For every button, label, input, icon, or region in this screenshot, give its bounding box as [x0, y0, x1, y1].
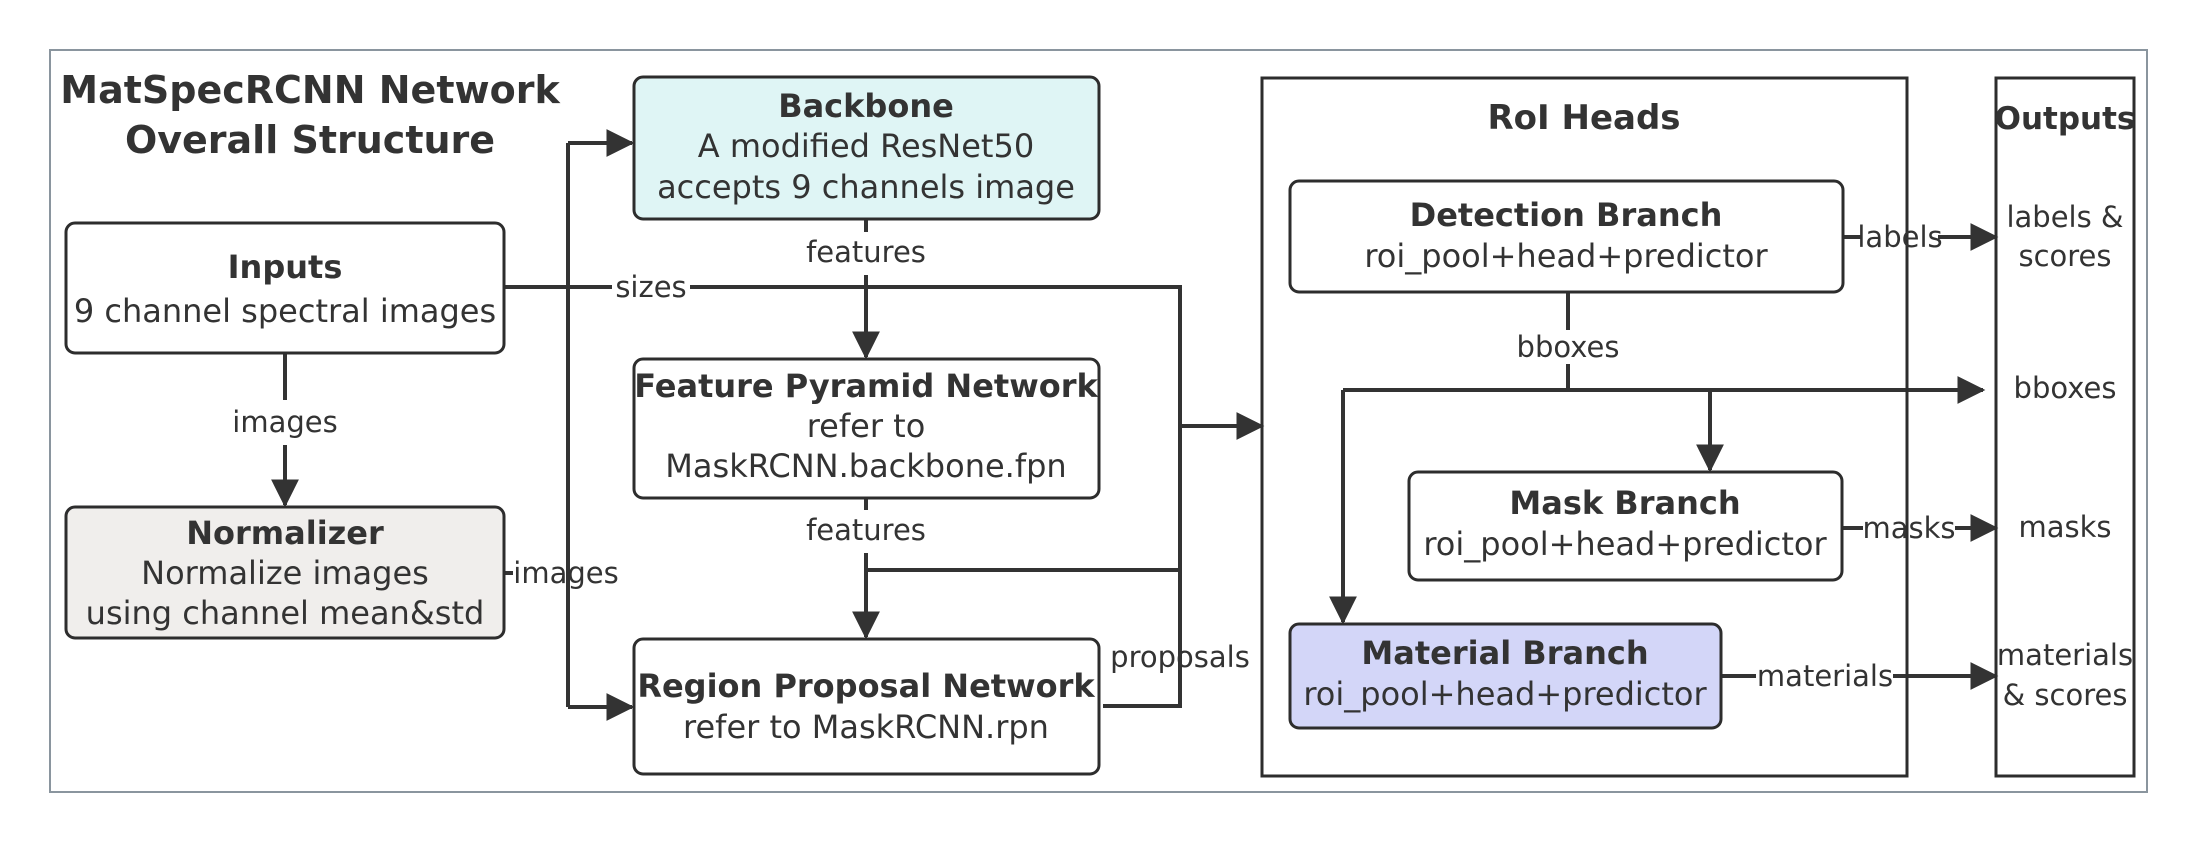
- backbone-line2: accepts 9 channels image: [657, 168, 1075, 206]
- edge-label-features-top: features: [806, 235, 926, 269]
- output-labels-line1: labels &: [2006, 200, 2123, 234]
- roi-heads-panel: [1260, 76, 1909, 778]
- normalizer-box: [64, 505, 506, 640]
- normalizer-line2: using channel mean&std: [86, 594, 485, 632]
- detection-branch-box: [1288, 179, 1845, 294]
- outputs-panel: [1994, 76, 2136, 778]
- normalizer-title: Normalizer: [186, 514, 384, 552]
- fpn-title: Feature Pyramid Network: [634, 367, 1098, 405]
- inputs-box: [64, 221, 506, 355]
- diagram-title-line1: MatSpecRCNN Network: [60, 68, 560, 112]
- material-branch-title: Material Branch: [1361, 634, 1648, 672]
- outer-frame: [49, 49, 2148, 793]
- edge-label-images-side: images: [513, 556, 618, 590]
- outputs-title: Outputs: [1995, 101, 2136, 137]
- edge-label-masks: masks: [1862, 511, 1955, 545]
- output-masks: masks: [2018, 510, 2111, 544]
- output-materials-line2: & scores: [2003, 678, 2128, 712]
- backbone-title: Backbone: [778, 87, 954, 125]
- output-materials-line1: materials: [1997, 638, 2133, 672]
- output-bboxes: bboxes: [2014, 371, 2117, 405]
- edge-label-materials: materials: [1757, 659, 1893, 693]
- edge-label-labels: labels: [1857, 220, 1942, 254]
- normalizer-line1: Normalize images: [141, 554, 429, 592]
- roi-heads-title: RoI Heads: [1487, 98, 1680, 138]
- material-branch-text: roi_pool+head+predictor: [1303, 675, 1707, 713]
- backbone-line1: A modified ResNet50: [698, 127, 1034, 165]
- edge-label-features-bottom: features: [806, 513, 926, 547]
- mask-branch-box: [1407, 470, 1844, 582]
- edge-label-proposals: proposals: [1110, 640, 1250, 674]
- edge-label-images-down: images: [232, 405, 337, 439]
- mask-branch-text: roi_pool+head+predictor: [1423, 525, 1827, 563]
- edge-sizes-b: [690, 285, 1182, 708]
- detection-branch-text: roi_pool+head+predictor: [1364, 237, 1768, 275]
- rpn-line1: refer to MaskRCNN.rpn: [683, 708, 1049, 746]
- edge-label-bboxes: bboxes: [1517, 330, 1620, 364]
- backbone-box: [632, 75, 1101, 221]
- inputs-text: 9 channel spectral images: [74, 292, 496, 330]
- diagram-title-line2: Overall Structure: [125, 118, 495, 162]
- material-branch-box: [1288, 622, 1723, 730]
- edge-label-sizes: sizes: [615, 270, 686, 304]
- mask-branch-title: Mask Branch: [1509, 484, 1740, 522]
- fpn-line2: MaskRCNN.backbone.fpn: [665, 447, 1066, 485]
- fpn-line1: refer to: [807, 407, 926, 445]
- inputs-title: Inputs: [228, 248, 343, 286]
- fpn-box: [632, 357, 1101, 500]
- rpn-box: [632, 637, 1101, 776]
- rpn-title: Region Proposal Network: [637, 667, 1095, 705]
- detection-branch-title: Detection Branch: [1410, 196, 1723, 234]
- output-labels-line2: scores: [2018, 239, 2111, 273]
